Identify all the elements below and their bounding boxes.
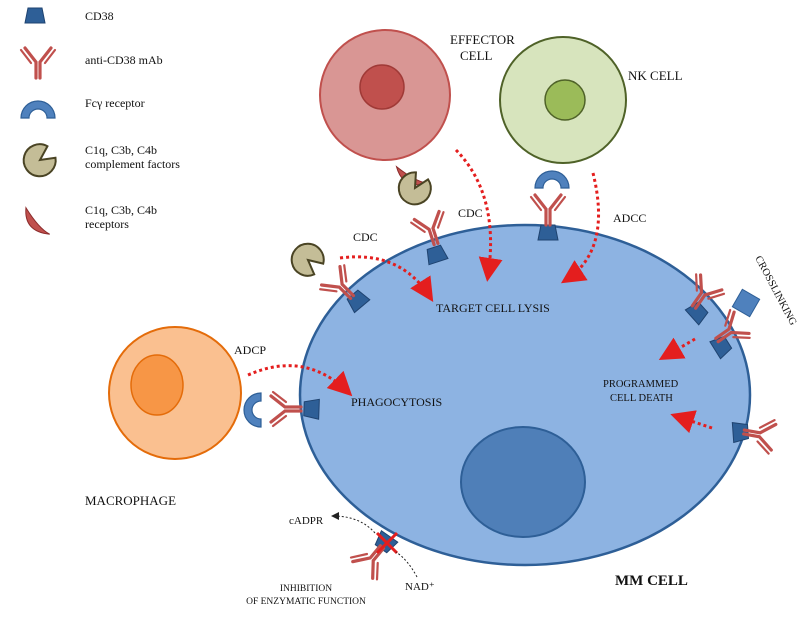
inhibition-label-1: INHIBITION bbox=[280, 584, 332, 594]
mm-cell-nucleus bbox=[460, 426, 586, 538]
legend-complement-receptor-label-1: C1q, C3b, C4b bbox=[85, 203, 157, 217]
fc-receptor bbox=[534, 170, 570, 189]
mm-cell bbox=[298, 223, 752, 567]
complement-factor bbox=[284, 236, 331, 283]
legend: CD38 anti-CD38 mAb Fcγ receptor C1q, C3b… bbox=[16, 7, 180, 235]
effector-cell-nucleus bbox=[359, 64, 405, 110]
antibody bbox=[529, 193, 567, 227]
crosslinking-complex bbox=[678, 271, 761, 356]
cadpr-label: cADPR bbox=[289, 515, 324, 527]
programmed-cell-death-label-1: PROGRAMMED bbox=[603, 379, 679, 390]
legend-cd38-icon bbox=[24, 7, 46, 24]
mm-cell-label: MM CELL bbox=[615, 573, 688, 589]
inhibition-cross-icon bbox=[375, 531, 399, 555]
crosslinking-agent bbox=[731, 288, 761, 318]
phagocytosis-label: PHAGOCYTOSIS bbox=[351, 395, 442, 409]
cd38-receptor bbox=[537, 224, 559, 241]
legend-complement-label-2: complement factors bbox=[85, 157, 180, 171]
legend-complement-receptor-icon bbox=[21, 207, 55, 235]
enzymatic-arrows bbox=[331, 512, 418, 578]
fc-receptor bbox=[243, 392, 262, 428]
adcc-label: ADCC bbox=[613, 211, 646, 225]
arrow-from-nad bbox=[395, 551, 418, 578]
nk-cell-label: NK CELL bbox=[628, 68, 683, 83]
legend-antibody-label: anti-CD38 mAb bbox=[85, 53, 163, 67]
legend-fc-receptor-icon bbox=[20, 100, 56, 119]
nad-label: NAD⁺ bbox=[405, 581, 435, 593]
arrow-cdc-to-lysis bbox=[339, 255, 434, 303]
legend-complement-receptor-label-2: receptors bbox=[85, 217, 129, 231]
cd38-receptor bbox=[303, 398, 320, 420]
legend-complement-label-1: C1q, C3b, C4b bbox=[85, 143, 157, 157]
nk-cell-nucleus bbox=[544, 79, 586, 121]
adcp-label: ADCP bbox=[234, 343, 266, 357]
cdc-left-label: CDC bbox=[353, 230, 378, 244]
effector-cell-label-2: CELL bbox=[460, 48, 493, 63]
effector-cell: EFFECTOR CELL bbox=[319, 29, 515, 161]
target-cell-lysis-label: TARGET CELL LYSIS bbox=[436, 301, 550, 315]
legend-fc-receptor-label: Fcγ receptor bbox=[85, 96, 145, 110]
mm-cell-body bbox=[298, 223, 752, 567]
inhibition-label-2: OF ENZYMATIC FUNCTION bbox=[246, 597, 366, 607]
macrophage: MACROPHAGE bbox=[85, 326, 242, 508]
antibody bbox=[269, 390, 303, 428]
legend-cd38-label: CD38 bbox=[85, 9, 114, 23]
mechanism-arrows bbox=[247, 148, 713, 434]
arrow-antibody-to-death bbox=[670, 410, 713, 434]
macrophage-nucleus bbox=[130, 354, 184, 416]
arrow-effector-to-lysis bbox=[454, 148, 503, 282]
macrophage-label: MACROPHAGE bbox=[85, 493, 176, 508]
cdc-top-label: CDC bbox=[458, 206, 483, 220]
effector-cell-label-1: EFFECTOR bbox=[450, 32, 515, 47]
cd38-receptor bbox=[731, 421, 750, 444]
crosslinking-label: CROSSLINKING bbox=[752, 254, 798, 328]
nk-cell: NK CELL bbox=[499, 36, 683, 164]
legend-complement-icon bbox=[16, 137, 62, 184]
arrow-adcp-to-phagocytosis bbox=[247, 364, 353, 397]
legend-antibody-icon bbox=[19, 46, 57, 80]
programmed-cell-death-label-2: CELL DEATH bbox=[610, 393, 673, 404]
